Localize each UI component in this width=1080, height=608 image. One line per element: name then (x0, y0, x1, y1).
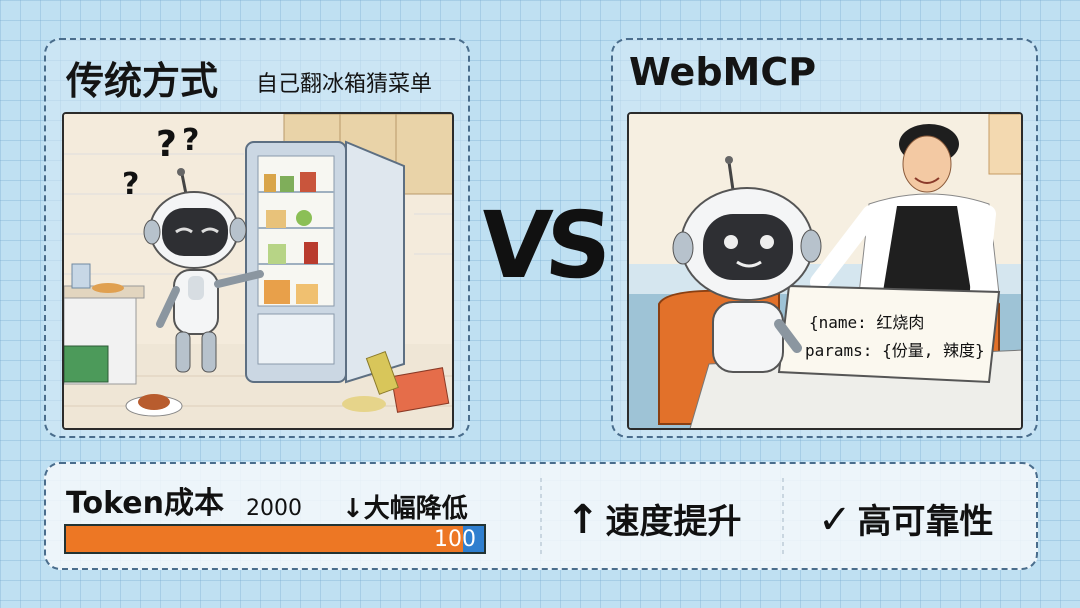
divider (540, 478, 542, 558)
speed-label: 速度提升 (605, 502, 742, 542)
sign-line-1: {name: 红烧肉 (809, 313, 924, 332)
token-reduction-label: ↓大幅降低 (342, 494, 468, 524)
arrow-up-icon: ↑ (566, 497, 600, 543)
sign-line-2: params: {份量, 辣度} (805, 341, 985, 360)
svg-text:?: ? (156, 124, 177, 165)
robot-waiter-illustration: {name: 红烧肉 params: {份量, 辣度} (627, 112, 1023, 430)
traditional-title: 传统方式 (66, 59, 219, 103)
token-cost-label: Token成本 (66, 486, 224, 521)
webmcp-title: WebMCP (629, 50, 817, 94)
traditional-panel: 传统方式 自己翻冰箱猜菜单 (44, 38, 470, 438)
token-old-cost: 2000 (246, 496, 302, 521)
traditional-subtitle: 自己翻冰箱猜菜单 (256, 72, 433, 97)
vs-label: VS (476, 192, 610, 299)
svg-text:?: ? (122, 167, 139, 202)
comparison-summary-panel: Token成本 2000 ↓大幅降低 100 ↑速度提升 ✓高可靠性 (44, 462, 1038, 570)
reliability-feature: ✓高可靠性 (818, 494, 994, 543)
divider (782, 478, 784, 558)
token-new-cost: 100 (434, 527, 476, 552)
robot-fridge-illustration: ? ? ? (62, 112, 454, 430)
token-cost-bar-fill (66, 526, 464, 552)
token-cost-bar: 100 (64, 524, 486, 554)
svg-text:?: ? (182, 123, 199, 158)
reliability-label: 高可靠性 (857, 502, 994, 542)
checkmark-icon: ✓ (818, 497, 852, 543)
webmcp-panel: WebMCP {name: 红烧肉 params: {份量, 辣度} (611, 38, 1038, 438)
speed-feature: ↑速度提升 (566, 494, 742, 543)
